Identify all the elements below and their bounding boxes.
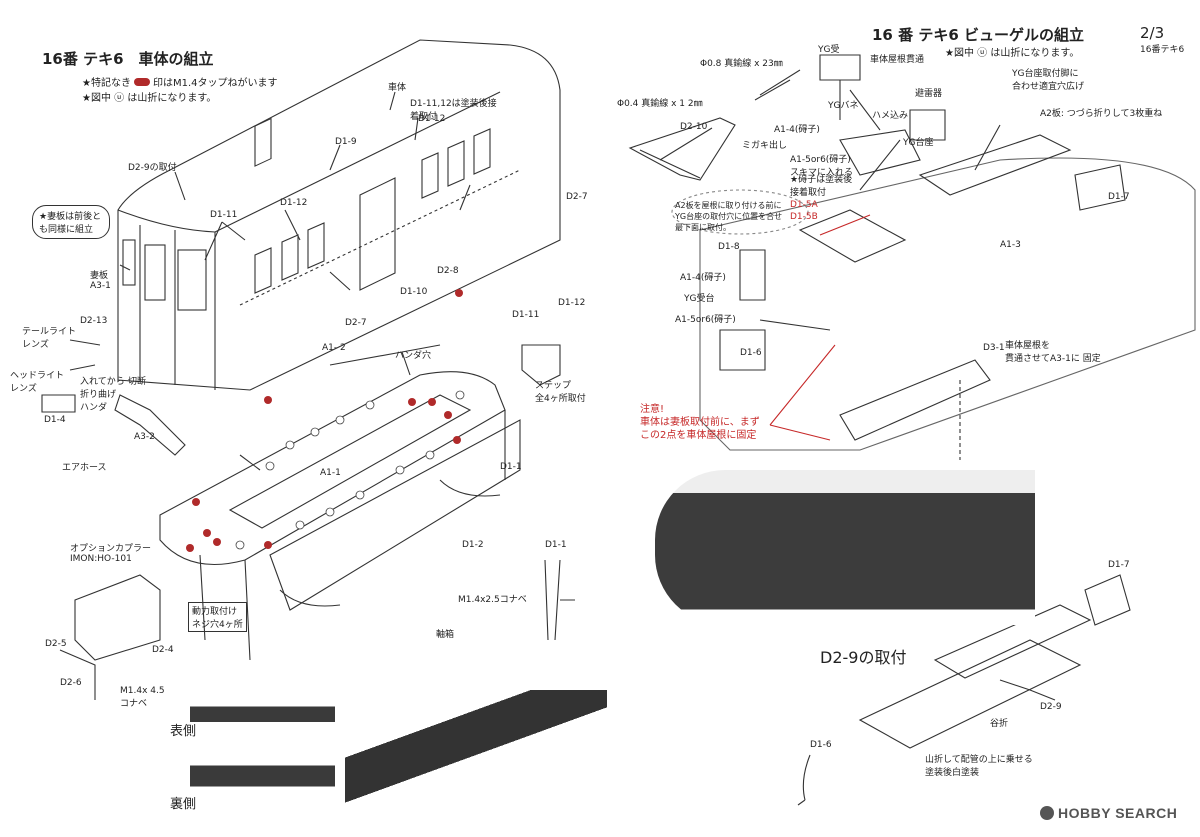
solder-markers (186, 289, 463, 552)
label-d2-7-left: D2-7 (345, 318, 367, 328)
red-dot-icon (133, 78, 150, 86)
label-d1-1-bottom: D1-1 (545, 540, 567, 550)
label-glue-note: ★碍子は塗装後 接着取付 (790, 175, 853, 198)
right-note: ★図中 ⓤ は山折になります。 (945, 48, 1080, 59)
part-photo-back (190, 755, 335, 825)
label-d1-10: D1-10 (400, 287, 428, 297)
label-d1-7-bottom: D1-7 (1108, 560, 1130, 570)
label-d1-2: D1-2 (462, 540, 484, 550)
label-power-mount: 動力取付け ネジ穴4ヶ所 (188, 602, 247, 632)
label-a1-1: A1-1 (320, 468, 341, 478)
underframe-outline (159, 371, 506, 566)
label-a1-3: A1-3 (1000, 240, 1021, 250)
label-yg-hole: YG台座取付脚に 合わせ適宜穴広げ (1012, 69, 1085, 92)
label-body: 車体 (388, 83, 407, 93)
label-coupler: オプションカプラー IMON:HO-101 (70, 544, 152, 564)
label-d1-4: D1-4 (44, 415, 66, 425)
car-body-outline (117, 39, 561, 391)
label-a3-2: A3-2 (134, 432, 155, 442)
label-wire-04: Φ0.4 真鍮線 x 1 2㎜ (617, 99, 703, 109)
label-polish: ミガキ出し (742, 141, 788, 151)
label-d2-7-right: D2-7 (566, 192, 588, 202)
label-d1-7-top: D1-7 (1108, 192, 1130, 202)
label-screw-m14: M1.4x2.5コナベ (458, 595, 527, 605)
label-d2-9: D2-9 (1040, 702, 1062, 712)
logo-mark-icon (1040, 806, 1054, 820)
label-d2-10: D2-10 (680, 122, 708, 132)
label-d1-8: D1-8 (718, 242, 740, 252)
right-page-title: 16 番 テキ6 ビューゲルの組立 (872, 26, 1084, 44)
label-solder-holes: ハンダ穴 (395, 351, 432, 361)
roof-plate (699, 157, 1196, 451)
page-number: 2/3 (1140, 24, 1165, 42)
label-d2-6: D2-6 (60, 678, 82, 688)
label-a2-plate: A2板: つづら折りして3枚重ね (1040, 109, 1163, 119)
label-a1-2: A1- 2 (322, 343, 346, 353)
label-arrester: 避雷器 (915, 89, 943, 99)
label-d1-12-right: D1-12 (558, 298, 586, 308)
endplate-note-box: ★妻板は前後とも同様に組立 (32, 205, 110, 239)
label-d2-9: D2-9の取付 (128, 163, 177, 173)
label-d3-1: D3-1 (983, 343, 1005, 353)
label-d1-12-mid: D1-12 (280, 198, 308, 208)
label-wire-08: Φ0.8 真鍮線 x 23㎜ (700, 59, 783, 69)
label-headlight: ヘッドライト レンズ (10, 371, 65, 394)
label-d1-5b: D1-5B (790, 212, 818, 222)
label-mountain-fold: 山折して配管の上に乗せる 塗装後白塗装 (925, 755, 1033, 778)
label-a1-4-bottom: A1-4(碍子) (680, 273, 726, 283)
label-cut: 切断 (128, 377, 147, 387)
left-note-2: ★図中 ⓤ は山折になります。 (82, 93, 217, 104)
label-valley-fold: 谷折 (990, 719, 1009, 729)
label-a1-4-top: A1-4(碍子) (774, 125, 820, 135)
roof-photo (655, 470, 1035, 625)
label-m14-45: M1.4x 4.5 コナベ (120, 686, 165, 709)
label-a1-5-top: A1-5or6(碍子) スキマに入れる (790, 155, 854, 178)
label-axlebox: 軸箱 (436, 630, 455, 640)
label-d1-11-left: D1-11 (210, 210, 238, 220)
label-yg-spring: YGバネ (828, 101, 859, 111)
label-roof-through: 車体屋根貫通 (870, 55, 925, 65)
label-fit-in: ハメ込み (872, 111, 909, 121)
label-step: ステップ 全4ヶ所取付 (535, 381, 586, 404)
label-yg-stand: YG受台 (684, 294, 715, 304)
label-yg-receiver: YG受 (818, 45, 840, 55)
label-d1-5a: D1-5A (790, 200, 818, 210)
label-insert-bend: 入れてから 折り曲げ ハンダ (80, 377, 125, 413)
side-windows (254, 117, 272, 167)
part-photo-front (190, 688, 335, 750)
left-note-1: ★特記なき印はM1.4タップねがいます (82, 78, 278, 89)
label-d2-4: D2-4 (152, 645, 174, 655)
label-d1-9: D1-9 (335, 137, 357, 147)
page-subtitle: 16番テキ6 (1140, 45, 1185, 55)
label-taillight: テールライト レンズ (22, 327, 77, 350)
d2-9-mount-title: D2-9の取付 (820, 648, 907, 667)
label-a2-box-note: A2板を屋根に取り付ける前に YG台座の取付穴に位置を合せ 最下面に取付。 (675, 201, 783, 232)
label-back-side: 裏側 (170, 797, 197, 812)
label-d2-13: D2-13 (80, 316, 108, 326)
label-yg-base: YG台座 (903, 138, 934, 148)
label-d2-8: D2-8 (437, 266, 459, 276)
caution-note: 注意! 車体は妻板取付前に、まず この2点を車体屋根に固定 (640, 404, 760, 441)
label-d1-1-top: D1-1 (500, 462, 522, 472)
label-a1-5-bottom: A1-5or6(碍子) (675, 315, 736, 325)
left-page-title: 16番 テキ6 車体の組立 (42, 50, 214, 68)
label-a3-1: 妻板 A3-1 (90, 271, 111, 291)
label-roof-fix: 車体屋根を 貫通させてA3-1に 固定 (1005, 341, 1101, 364)
label-d1-6-bottom: D1-6 (810, 740, 832, 750)
label-airhose: エアホース (62, 463, 107, 473)
label-d1-11-12: D1-11,12は塗装後接着取付 (410, 99, 497, 122)
label-front-side: 表側 (170, 724, 197, 739)
label-d2-5: D2-5 (45, 639, 67, 649)
label-d1-6-top: D1-6 (740, 348, 762, 358)
hobby-search-logo: HOBBY SEARCH (1040, 805, 1177, 821)
label-d1-12-top: D1-12 (418, 114, 446, 124)
part-photo-angle (345, 690, 607, 820)
label-d1-11-right: D1-11 (512, 310, 540, 320)
